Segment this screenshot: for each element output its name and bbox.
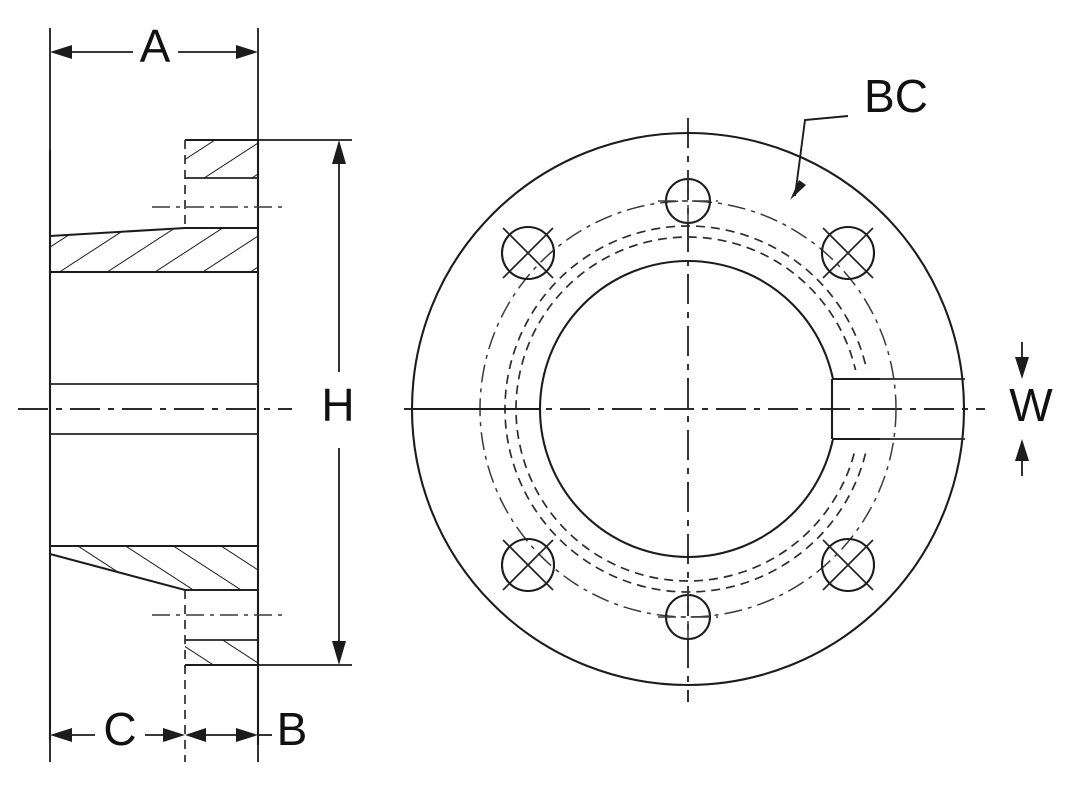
bolt-hole-lower-left xyxy=(500,537,556,593)
dimension-A-label: A xyxy=(140,20,171,72)
bolt-hole-upper-left-circle xyxy=(500,225,556,281)
dimension-W-arrow-bottom xyxy=(1015,439,1029,461)
dimension-W-arrow-top xyxy=(1015,357,1029,379)
upper-flange-hatch xyxy=(50,228,258,272)
dimension-W: W xyxy=(1009,342,1053,476)
dimension-H: H xyxy=(258,139,355,666)
dimension-B-arrow-right xyxy=(236,728,258,742)
bolt-hole-upper-right-circle xyxy=(820,225,876,281)
dimension-A-arrow-left xyxy=(50,45,72,59)
lower-flange-web xyxy=(49,544,258,592)
lower-hub-hatch-strip xyxy=(185,640,258,665)
dimension-BC-label: BC xyxy=(864,70,928,122)
bolt-hole-lower-left-cross-b xyxy=(502,539,554,591)
bolt-hole-lower-right xyxy=(820,537,876,593)
bolt-hole-lower-right-circle xyxy=(820,537,876,593)
upper-hub-hatch-strip xyxy=(185,140,258,178)
bolt-hole-lower-left-circle xyxy=(500,537,556,593)
dimension-B-arrow-left xyxy=(185,728,206,742)
bolt-hole-upper-left-cross-b xyxy=(502,227,554,279)
upper-hub-block xyxy=(152,138,285,229)
bolt-hole-upper-right xyxy=(820,225,876,281)
outer-diameter-circle xyxy=(410,131,966,687)
bolt-hole-bottom xyxy=(658,587,718,647)
dimension-H-arrow-bottom xyxy=(332,641,346,665)
section-view-group: A xyxy=(18,20,355,762)
front-view-group: BC W xyxy=(404,70,1053,702)
dimension-BC-arrowhead xyxy=(790,180,806,200)
bolt-hole-lower-right-cross-b xyxy=(822,539,874,591)
dimension-C-B: C B xyxy=(49,665,308,762)
bolt-hole-upper-left xyxy=(500,225,556,281)
lower-flange-hatch xyxy=(50,546,258,590)
keyway-notch xyxy=(830,377,965,441)
upper-flange-taper-top xyxy=(49,226,258,238)
dimension-A: A xyxy=(49,20,259,150)
dimension-H-arrow-top xyxy=(332,140,346,164)
bolt-hole-top xyxy=(658,171,718,231)
dimension-H-label: H xyxy=(321,379,354,431)
dimension-BC: BC xyxy=(790,70,928,200)
dimension-C-arrow-left xyxy=(50,728,72,742)
dimension-B-label: B xyxy=(277,703,308,755)
lower-hub-block xyxy=(152,589,285,668)
dimension-A-arrow-right xyxy=(236,45,258,59)
dimension-BC-leader-line xyxy=(794,115,849,197)
dimension-C-label: C xyxy=(103,703,136,755)
dimension-W-label: W xyxy=(1009,379,1053,431)
dimension-C-arrow-right xyxy=(163,728,185,742)
bore-region xyxy=(18,383,292,435)
bolt-hole-upper-right-cross-b xyxy=(822,227,874,279)
upper-flange-web xyxy=(49,226,258,274)
